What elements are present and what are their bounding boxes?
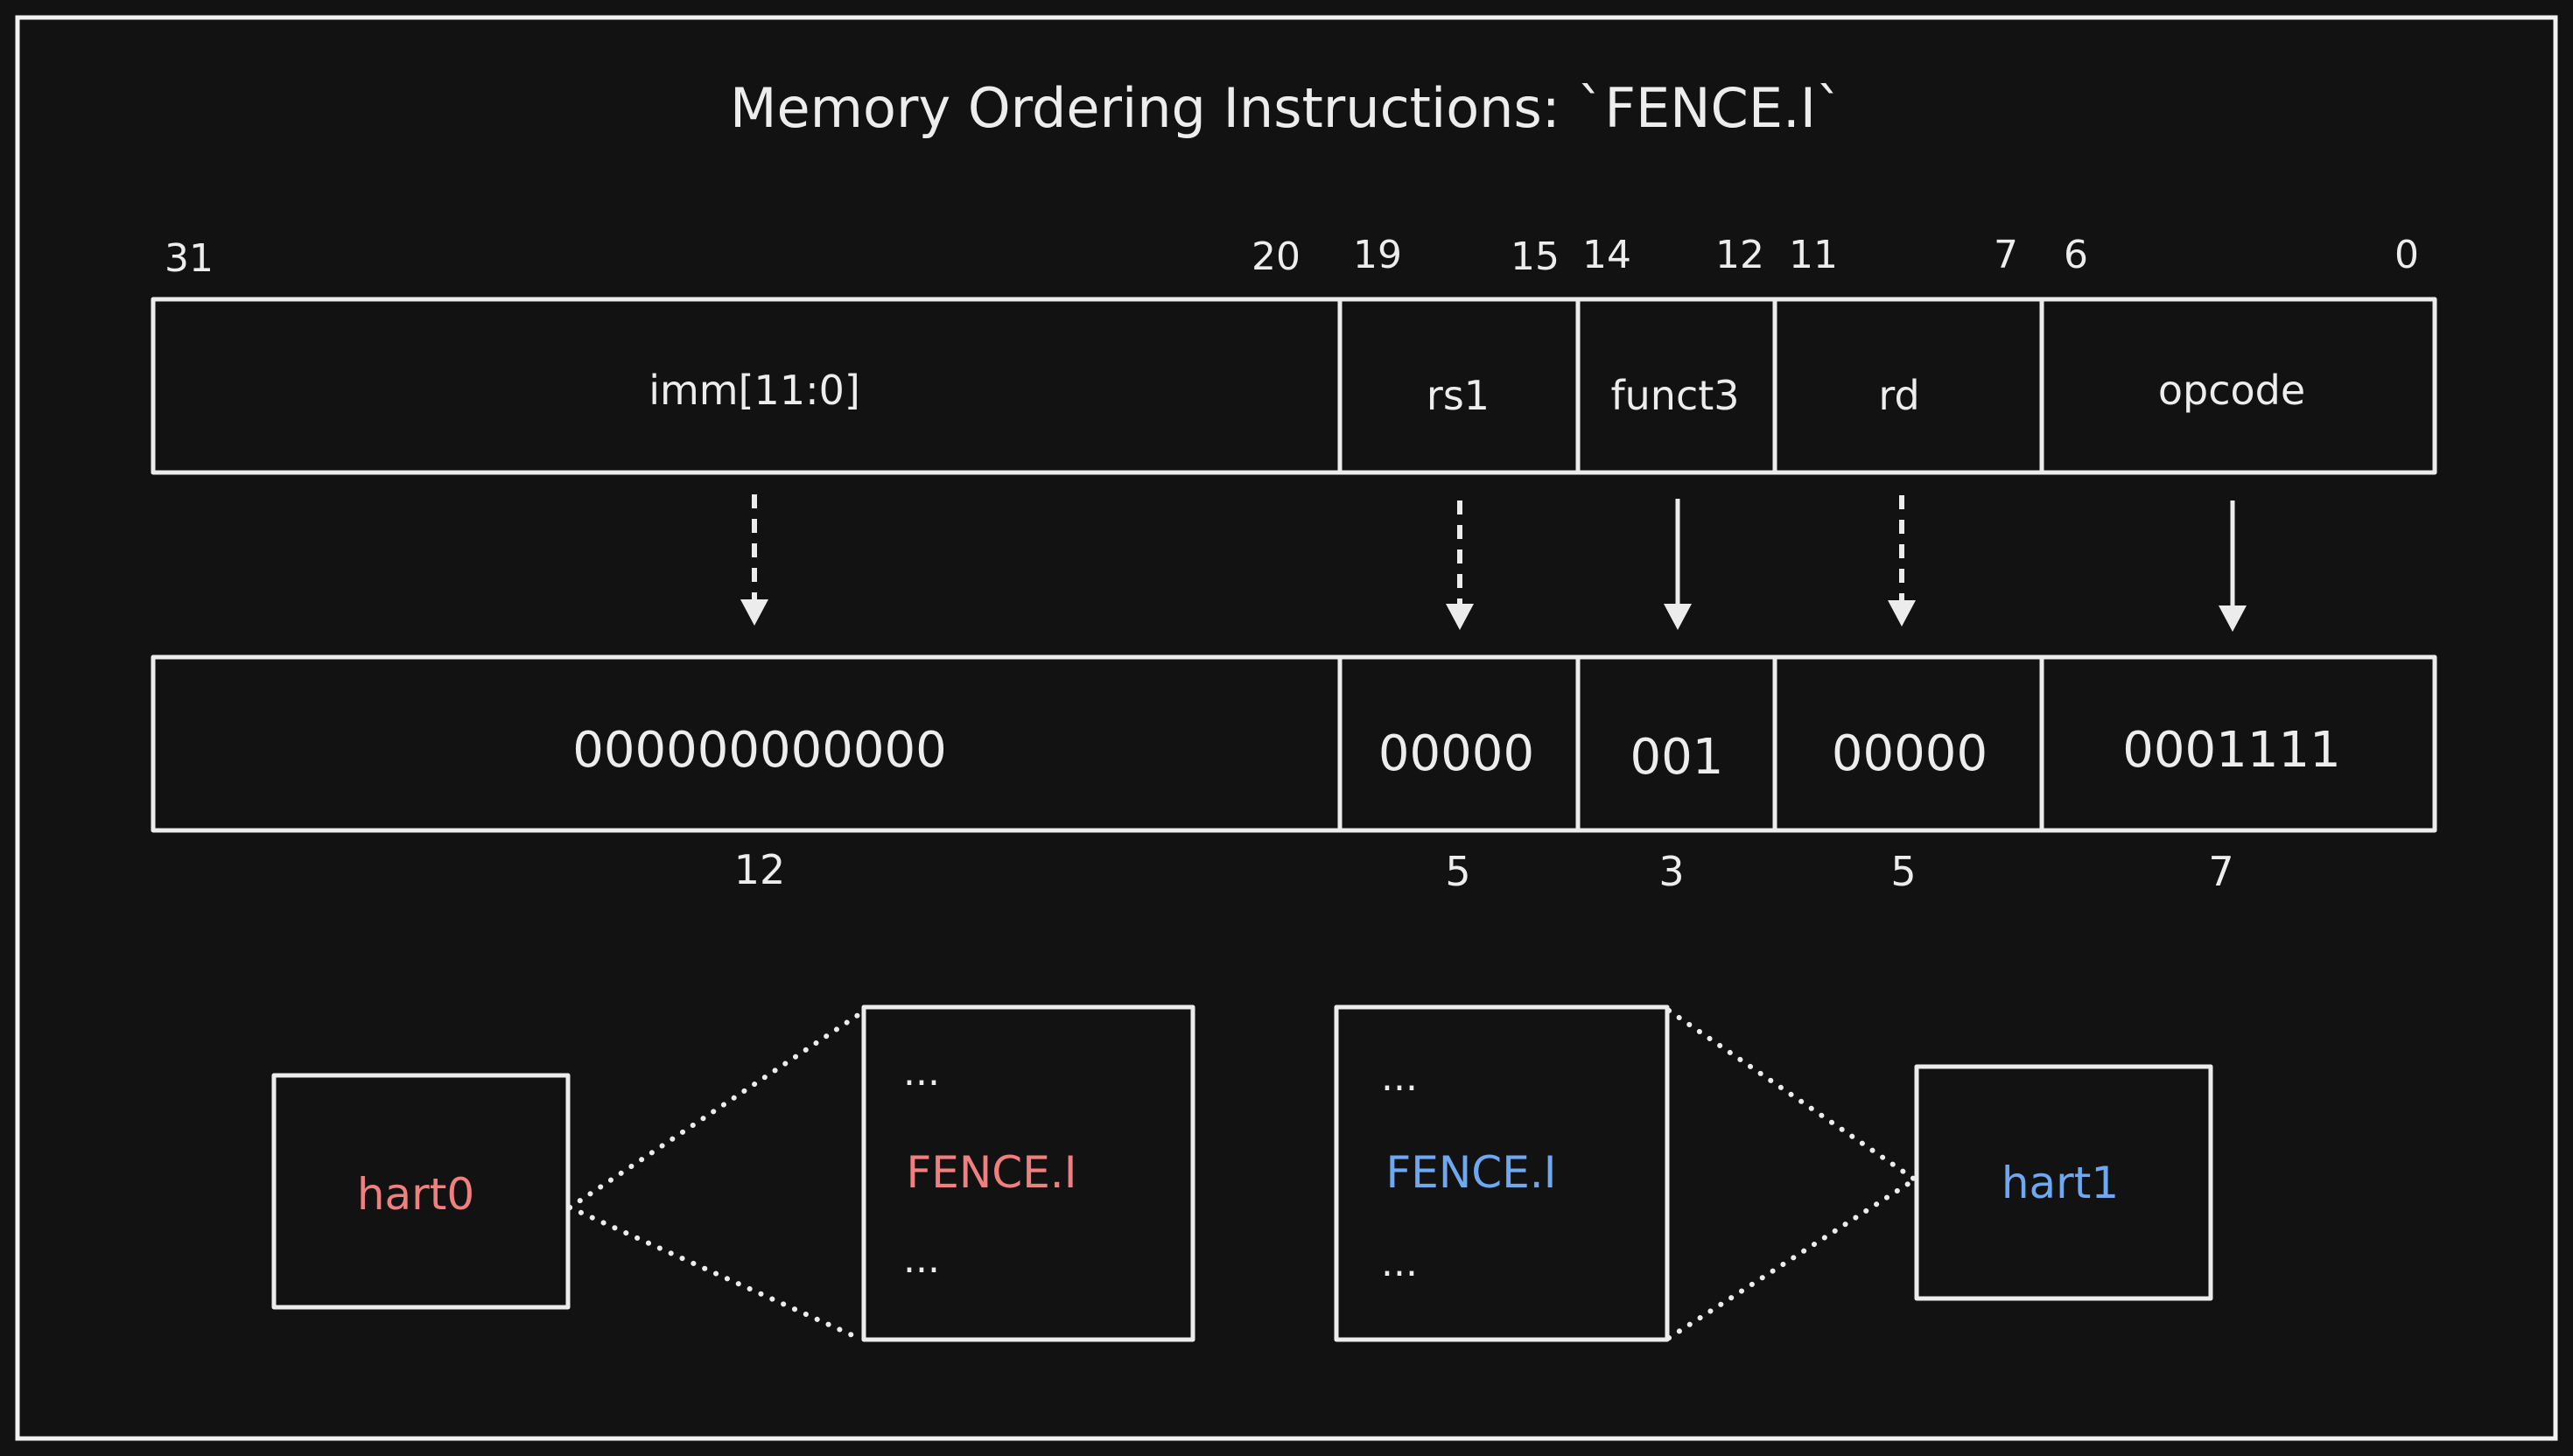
outer-frame: [15, 15, 2558, 1441]
ellipsis-bottom: ...: [1381, 1241, 1418, 1285]
bit-15-label: 15: [1511, 234, 1560, 279]
field-name-opcode: opcode: [2158, 367, 2305, 414]
field-value-rd: 00000: [1832, 725, 1988, 782]
dotted-connector: [567, 1010, 865, 1210]
arrowhead-funct3: [1664, 604, 1692, 630]
arrowhead-rs1: [1446, 604, 1474, 630]
bit-14-label: 14: [1582, 233, 1631, 277]
bit-0-label: 0: [2394, 233, 2419, 277]
field-name-row-border: [151, 297, 2437, 475]
hart1-label: hart1: [2002, 1158, 2119, 1208]
bit-position-labels: 31 20 19 15 14 12 11 7 6 0: [165, 233, 2419, 281]
hart0-box: [271, 1073, 571, 1310]
fence-i-instruction-hart1: FENCE.I: [1386, 1147, 1557, 1198]
field-name-rs1: rs1: [1427, 372, 1490, 419]
field-name-funct3: funct3: [1610, 372, 1739, 419]
ellipsis-bottom: ...: [903, 1237, 940, 1282]
field-width-imm: 12: [734, 846, 786, 893]
bit-20-label: 20: [1251, 234, 1301, 279]
field-width-opcode: 7: [2208, 848, 2233, 895]
ellipsis-top: ...: [903, 1050, 940, 1095]
dotted-connector: [567, 1205, 865, 1342]
arrowhead-rd: [1888, 600, 1916, 626]
diagram-title: Memory Ordering Instructions: `FENCE.I`: [730, 76, 1843, 140]
field-value-row: 000000000000 00000 001 00000 0001111: [151, 654, 2437, 833]
bit-6-label: 6: [2064, 233, 2088, 277]
dotted-connector: [1666, 1008, 1917, 1182]
bit-11-label: 11: [1789, 233, 1838, 277]
hart1-box: [1914, 1064, 2213, 1301]
bit-31-label: 31: [165, 236, 214, 281]
dotted-connector: [1666, 1177, 1917, 1340]
hart-illustration: hart0 ... FENCE.I ... ... FENCE.I ... ha…: [271, 1004, 2213, 1342]
field-width-rs1: 5: [1445, 848, 1470, 895]
field-name-imm: imm[11:0]: [649, 367, 860, 414]
field-value-opcode: 0001111: [2122, 722, 2340, 779]
field-name-rd: rd: [1878, 372, 1919, 419]
bit-12-label: 12: [1715, 233, 1764, 277]
hart0-code-box: [861, 1004, 1195, 1342]
fence-i-instruction-hart0: FENCE.I: [907, 1147, 1077, 1198]
ellipsis-top: ...: [1381, 1055, 1418, 1100]
field-width-funct3: 3: [1658, 848, 1684, 895]
bit-19-label: 19: [1353, 233, 1402, 277]
bit-7-label: 7: [1994, 233, 2018, 277]
field-width-labels: 12 5 3 5 7: [734, 846, 2234, 895]
arrowhead-opcode: [2219, 606, 2247, 632]
field-value-imm: 000000000000: [572, 722, 947, 779]
field-name-row: imm[11:0] rs1 funct3 rd opcode: [151, 297, 2437, 475]
arrowhead-imm: [740, 599, 768, 626]
field-width-rd: 5: [1890, 848, 1916, 895]
hart0-label: hart0: [357, 1169, 474, 1220]
hart1-code-box: [1334, 1004, 1670, 1342]
field-value-rs1: 00000: [1378, 725, 1534, 782]
field-value-funct3: 001: [1630, 729, 1724, 786]
field-value-row-border: [151, 654, 2437, 833]
field-arrows: [740, 494, 2247, 632]
